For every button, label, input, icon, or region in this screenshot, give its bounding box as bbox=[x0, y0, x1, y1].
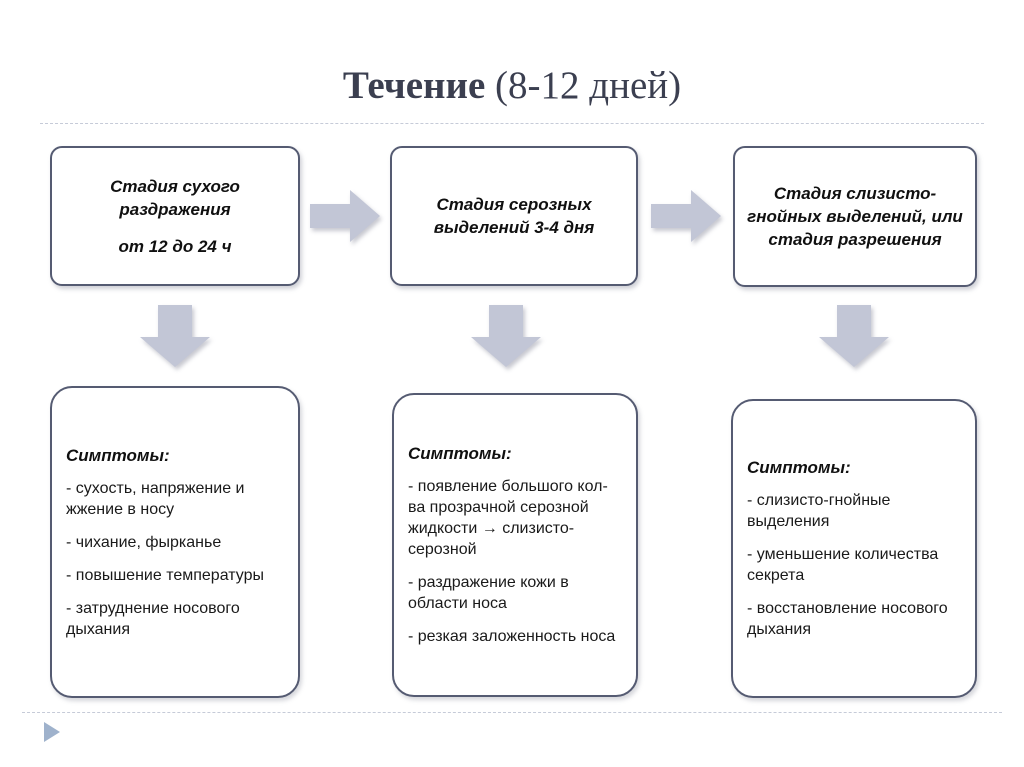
symptom-item: - резкая заложенность носа bbox=[408, 628, 616, 645]
symptoms-content: Симптомы: - слизисто-гнойные выделения -… bbox=[733, 457, 975, 640]
symptom-item: - сухость, напряжение и жжение в носу bbox=[66, 479, 245, 518]
symptoms-heading: Симптомы: bbox=[408, 444, 512, 463]
symptoms-heading: Симптомы: bbox=[747, 458, 851, 477]
stage-box-line: от 12 до 24 ч bbox=[118, 236, 232, 256]
stage-box-line: Стадия серозных выделений 3-4 дня bbox=[433, 195, 595, 237]
page-title-light: (8-12 дней) bbox=[495, 64, 682, 107]
page-title: Течение (8-12 дней) bbox=[0, 62, 1024, 110]
divider-bottom bbox=[22, 712, 1002, 713]
arrow-down-icon bbox=[471, 305, 541, 367]
stage-box-line: Стадия сухого раздражения bbox=[110, 176, 240, 219]
symptoms-box-stage-3[interactable]: Симптомы: - слизисто-гнойные выделения -… bbox=[731, 399, 977, 698]
symptom-item: - появление большого кол-ва прозрачной с… bbox=[408, 478, 608, 558]
stage-box-dry-irritation[interactable]: Стадия сухого раздражения от 12 до 24 ч bbox=[50, 146, 300, 286]
symptom-item: - затруднение носового дыхания bbox=[66, 599, 240, 638]
stage-box-line: Стадия слизисто-гнойных выделений, или с… bbox=[747, 184, 963, 249]
play-triangle-icon[interactable] bbox=[44, 722, 60, 742]
arrow-down-icon bbox=[819, 305, 889, 367]
symptoms-content: Симптомы: - сухость, напряжение и жжение… bbox=[52, 445, 298, 640]
symptom-item: - восстановление носового дыхания bbox=[747, 600, 948, 638]
symptoms-content: Симптомы: - появление большого кол-ва пр… bbox=[394, 443, 636, 647]
symptom-item: - слизисто-гнойные выделения bbox=[747, 492, 891, 530]
symptom-item: - чихание, фырканье bbox=[66, 533, 222, 551]
stage-box-mucopurulent-discharge[interactable]: Стадия слизисто-гнойных выделений, или с… bbox=[733, 146, 977, 287]
arrow-right-icon bbox=[651, 190, 721, 242]
page-title-strong: Течение bbox=[342, 64, 486, 107]
symptom-item: - раздражение кожи в области носа bbox=[408, 574, 569, 612]
symptom-item: - повышение температуры bbox=[66, 566, 264, 584]
symptoms-box-stage-2[interactable]: Симптомы: - появление большого кол-ва пр… bbox=[392, 393, 638, 697]
symptoms-box-stage-1[interactable]: Симптомы: - сухость, напряжение и жжение… bbox=[50, 386, 300, 698]
symptom-item: - уменьшение количества секрета bbox=[747, 546, 939, 584]
arrow-down-icon bbox=[140, 305, 210, 367]
stage-box-serous-discharge[interactable]: Стадия серозных выделений 3-4 дня bbox=[390, 146, 638, 286]
arrow-right-icon bbox=[310, 190, 380, 242]
symptoms-heading: Симптомы: bbox=[66, 445, 170, 465]
divider-top bbox=[40, 123, 984, 124]
